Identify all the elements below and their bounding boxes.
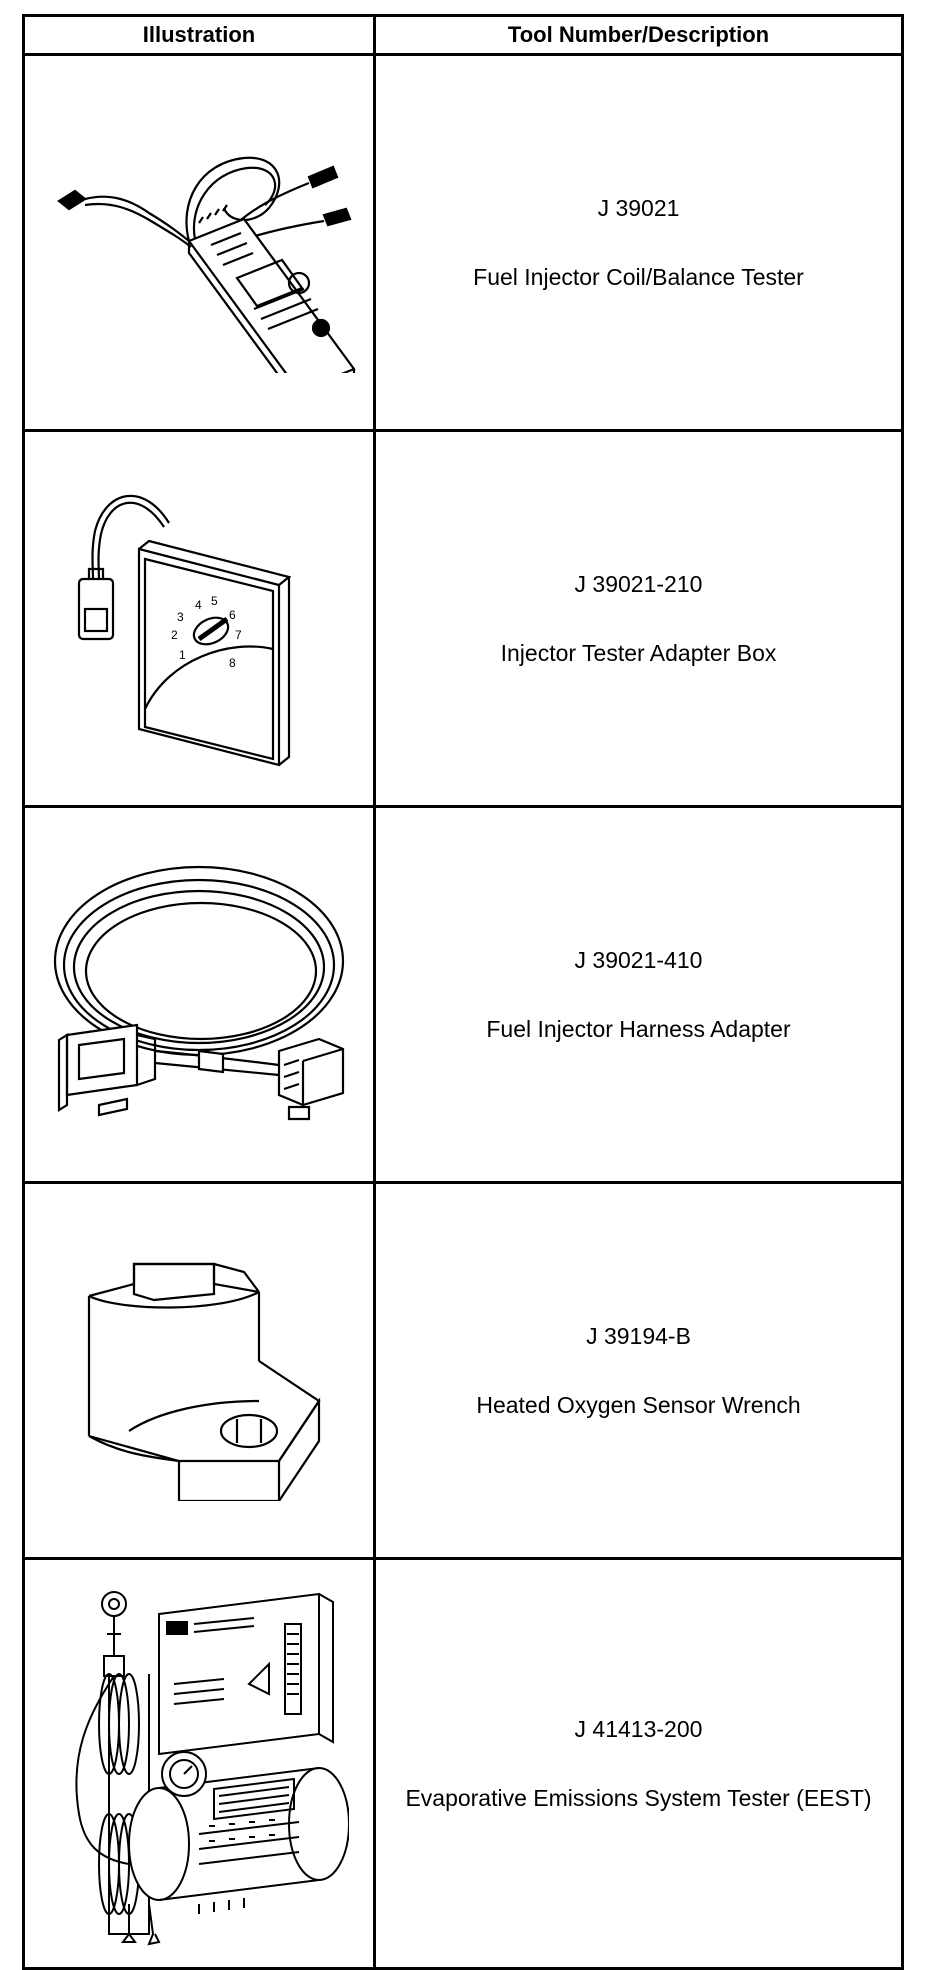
description-cell: J 39194-B Heated Oxygen Sensor Wrench [373,1181,904,1560]
table-row: J 41413-200 Evaporative Emissions System… [22,1557,904,1970]
header-row: Illustration Tool Number/Description [22,14,904,56]
tool-description: Fuel Injector Harness Adapter [486,1015,791,1042]
dial-number: 3 [177,610,184,624]
illustration-cell [22,1181,376,1560]
header-illustration: Illustration [22,14,376,56]
tool-description: Heated Oxygen Sensor Wrench [476,1391,801,1418]
illustration-cell [22,805,376,1184]
table-row: J 39021-410 Fuel Injector Harness Adapte… [22,805,904,1184]
dial-number: 1 [179,648,186,662]
table-row: 1 2 3 4 5 6 7 8 J 39021-210 Injector Tes… [22,429,904,808]
tool-description: Fuel Injector Coil/Balance Tester [473,263,804,290]
description-cell: J 39021-410 Fuel Injector Harness Adapte… [373,805,904,1184]
table-row: J 39021 Fuel Injector Coil/Balance Teste… [22,53,904,432]
dial-number: 5 [211,594,218,608]
dial-number: 7 [235,628,242,642]
adapter-box-icon: 1 2 3 4 5 6 7 8 [77,494,292,766]
tool-number: J 39021-210 [574,570,703,597]
tool-description: Evaporative Emissions System Tester (EES… [405,1784,872,1811]
dial-number: 8 [229,656,236,670]
eest-icon [75,1590,349,1945]
tool-description: Injector Tester Adapter Box [500,639,777,666]
tool-number: J 39021-410 [574,946,703,973]
table-row: J 39194-B Heated Oxygen Sensor Wrench [22,1181,904,1560]
illustration-cell: 1 2 3 4 5 6 7 8 [22,429,376,808]
tool-number: J 41413-200 [574,1715,703,1742]
dial-number: 2 [171,628,178,642]
injector-tester-icon [57,156,356,373]
description-cell: J 41413-200 Evaporative Emissions System… [373,1557,904,1970]
dial-number: 6 [229,608,236,622]
description-cell: J 39021 Fuel Injector Coil/Balance Teste… [373,53,904,432]
sensor-wrench-icon [87,1262,321,1501]
description-cell: J 39021-210 Injector Tester Adapter Box [373,429,904,808]
harness-adapter-icon [53,865,345,1120]
header-tool-description: Tool Number/Description [373,14,904,56]
tools-table: Illustration Tool Number/Description [22,14,904,1970]
illustration-cell [22,1557,376,1970]
tool-number: J 39194-B [586,1322,691,1349]
illustration-cell [22,53,376,432]
dial-number: 4 [195,598,202,612]
tool-number: J 39021 [597,194,680,221]
